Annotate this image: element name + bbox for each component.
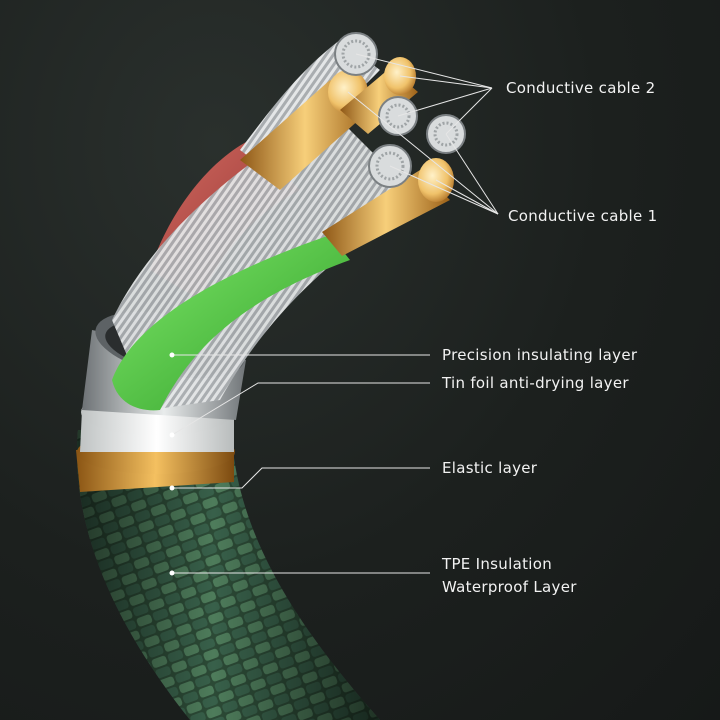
label-precision-insulating-layer: Precision insulating layer [442,346,638,364]
leader-lines [171,53,499,574]
label-waterproof-layer: Waterproof Layer [442,578,577,596]
green-wire [112,235,350,411]
label-elastic-layer: Elastic layer [442,459,538,477]
label-tpe-insulation: TPE Insulation [442,555,552,573]
label-conductive-cable-1: Conductive cable 1 [508,207,658,225]
label-conductive-cable-2: Conductive cable 2 [506,79,656,97]
leader-dots [169,352,175,576]
label-tin-foil-layer: Tin foil anti-drying layer [442,374,629,392]
braided-jacket [76,430,380,720]
